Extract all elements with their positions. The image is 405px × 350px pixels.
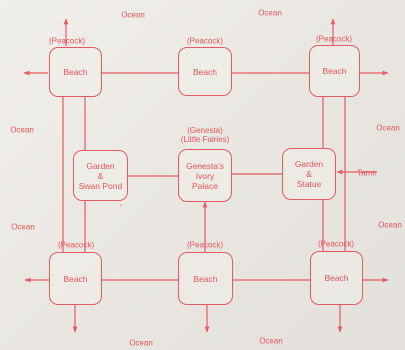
ocean-label-right-lower: Ocean	[378, 220, 402, 230]
ocean-label-bottom-left: Ocean	[129, 338, 153, 348]
room-beach-s: Beach	[178, 252, 233, 305]
room-garden-swan-pond: Garden & Swan Pond	[73, 150, 128, 201]
tag-beach-ne: (Peacock)	[315, 34, 353, 44]
ocean-label-left-upper: Ocean	[10, 125, 34, 135]
room-beach-nw: Beach	[49, 47, 102, 97]
stray-mark: '	[120, 203, 122, 213]
room-beach-ne: Beach	[309, 45, 360, 97]
tag-beach-nw: (Peacock)	[48, 36, 86, 46]
room-ivory-palace: Genesta's Ivory Palace	[178, 149, 232, 202]
room-beach-se: Beach	[310, 251, 363, 305]
tag-beach-n: (Peacock)	[186, 36, 224, 46]
ocean-label-right-upper: Ocean	[376, 123, 400, 133]
ocean-label-bottom-right: Ocean	[259, 336, 283, 346]
ocean-label-top-right: Ocean	[258, 8, 282, 18]
ocean-label-left-lower: Ocean	[11, 222, 35, 232]
tag-palace: (Genesta) (Little Fairies)	[180, 126, 230, 144]
room-beach-sw: Beach	[49, 252, 102, 305]
tamir-label: Tamir	[357, 168, 377, 178]
room-beach-n: Beach	[178, 47, 232, 96]
tag-beach-s: (Peacock)	[186, 240, 224, 250]
room-garden-statue: Garden & Statue	[282, 148, 336, 200]
ocean-label-top-left: Ocean	[121, 10, 145, 20]
tag-beach-sw: (Peacock)	[57, 240, 95, 250]
tag-beach-se: (Peacock)	[317, 239, 355, 249]
